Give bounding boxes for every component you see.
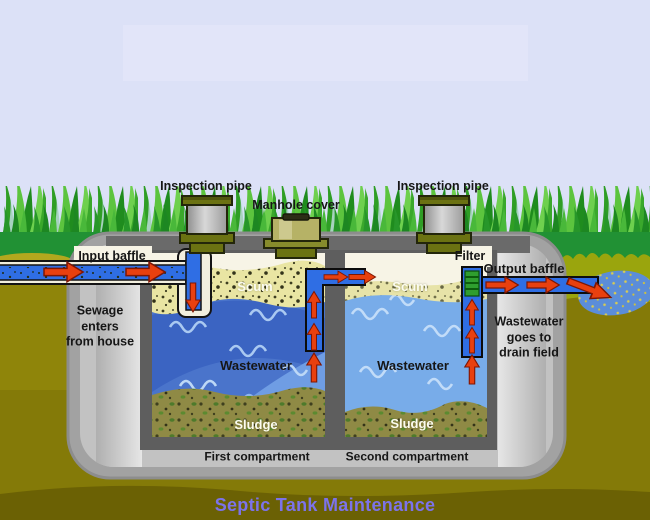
page-title: Septic Tank Maintenance xyxy=(214,495,436,515)
water-waves-2 xyxy=(350,293,462,391)
input-pipe xyxy=(0,248,212,318)
ground-bottom-band xyxy=(0,485,650,520)
filter-element xyxy=(464,270,480,297)
output-pipe xyxy=(461,266,615,385)
transfer-pipe xyxy=(305,268,377,383)
grass xyxy=(0,186,650,238)
sky-light-patch xyxy=(123,25,528,81)
manhole-cover xyxy=(263,213,329,259)
